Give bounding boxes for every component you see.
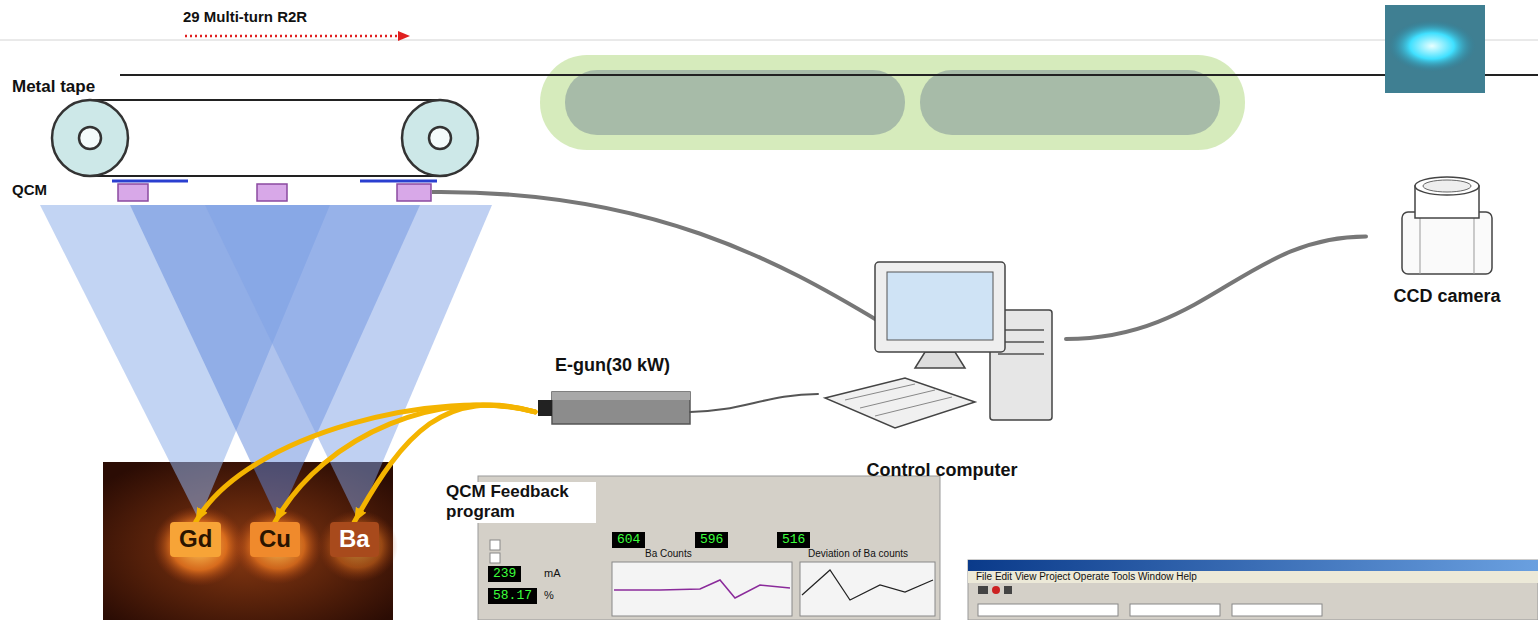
counter-value: 516 (777, 532, 810, 548)
top-rule (0, 40, 1538, 41)
software-screenshot (992, 586, 1000, 594)
computer-icon (860, 390, 935, 408)
software-screenshot (978, 586, 988, 594)
process-label: 29 Multi-turn R2R (183, 8, 307, 26)
direction-arrow (398, 31, 410, 41)
camera-icon (1415, 177, 1479, 195)
plasma-image (1388, 20, 1476, 72)
element-symbol: Cu (259, 525, 291, 554)
crucible-box: Cu (250, 522, 300, 557)
computer-icon (887, 272, 993, 340)
software-screenshot (968, 571, 1538, 583)
camera-icon (1474, 212, 1475, 274)
camera-icon (1402, 177, 1492, 274)
feedback-screenshot (802, 570, 933, 600)
computer-icon (875, 262, 1005, 352)
metal-tape (90, 175, 440, 177)
power-value: 58.17 (488, 588, 537, 604)
metal-tape (90, 99, 440, 101)
unit-label: mA (544, 567, 561, 580)
qcm-sensor (118, 184, 148, 201)
menu-bar: File Edit View Project Operate Tools Win… (976, 571, 1197, 583)
crucible-box: Gd (170, 522, 221, 557)
counter-value: 604 (612, 532, 645, 548)
camera-icon (1402, 212, 1492, 274)
signal-cable (1066, 237, 1366, 340)
qcm-sensor (112, 181, 437, 201)
feedback-screenshot (490, 540, 500, 550)
feedback-screenshot (612, 562, 792, 616)
crucible-box: Ba (330, 522, 379, 557)
qcm-sensor (257, 184, 287, 201)
heater-tube (540, 55, 1245, 150)
unit-label: % (544, 589, 554, 602)
computer-icon (825, 378, 975, 428)
node-label: Control computer (867, 460, 1018, 482)
vapor-beam (205, 205, 492, 520)
software-screenshot (1004, 586, 1012, 594)
camera-icon (1423, 180, 1471, 192)
node-label: CCD camera (1393, 286, 1500, 308)
control-wire (690, 394, 818, 412)
part-label: Metal tape (12, 77, 95, 97)
current-value: 239 (488, 566, 521, 582)
crucible-photo (318, 510, 398, 582)
heater-tube (565, 70, 905, 135)
reel (79, 127, 101, 149)
software-screenshot (1232, 604, 1322, 616)
node-label: E-gun(30 kW) (555, 355, 670, 377)
electron-gun (538, 392, 690, 424)
chart-title: Deviation of Ba counts (808, 548, 908, 560)
software-screenshot (968, 560, 1538, 620)
heater-tube (920, 70, 1220, 135)
reel (52, 100, 478, 176)
camera-icon (1420, 212, 1421, 274)
plasma-image (1385, 5, 1485, 93)
counter-value: 596 (695, 532, 728, 548)
chart-title: Ba Counts (645, 548, 692, 560)
egun-node: E-gun(30 kW) (535, 355, 690, 428)
computer-icon (998, 353, 1044, 355)
direction-arrow (185, 31, 410, 41)
electron-gun (538, 400, 552, 416)
computer-icon (915, 352, 965, 368)
element-symbol: Ba (339, 525, 370, 554)
plasma-image (1385, 5, 1485, 93)
computer-node: Control computer (818, 262, 1066, 482)
software-screenshot (968, 560, 1538, 620)
electron-gun (552, 392, 690, 424)
camera-node: CCD camera (1366, 178, 1528, 308)
feedback-screenshot (490, 553, 500, 563)
computer-icon (825, 262, 1052, 428)
qcm-sensor (360, 180, 437, 183)
qcm-sensor (397, 184, 431, 201)
element-symbol: Gd (179, 525, 212, 554)
qcm-cable (432, 192, 880, 322)
reel (52, 100, 128, 176)
reel (429, 127, 451, 149)
top-rule (0, 40, 1538, 41)
electron-gun (552, 392, 690, 400)
software-screenshot (1130, 604, 1220, 616)
heater-tube (540, 55, 1245, 150)
screenshot-title: QCM Feedback program (446, 482, 596, 523)
vapor-beam (40, 205, 492, 520)
direction-arrow (185, 35, 398, 38)
qcm-cable (432, 192, 880, 322)
part-label: QCM (12, 181, 47, 199)
feedback-screenshot (800, 562, 935, 616)
metal-tape (90, 75, 1538, 176)
software-screenshot (978, 604, 1118, 616)
metal-tape (120, 74, 1538, 76)
reel (402, 100, 478, 176)
feedback-screenshot (614, 580, 790, 598)
software-screenshot (968, 560, 1538, 571)
qcm-sensor (112, 180, 188, 183)
computer-icon (875, 397, 952, 416)
